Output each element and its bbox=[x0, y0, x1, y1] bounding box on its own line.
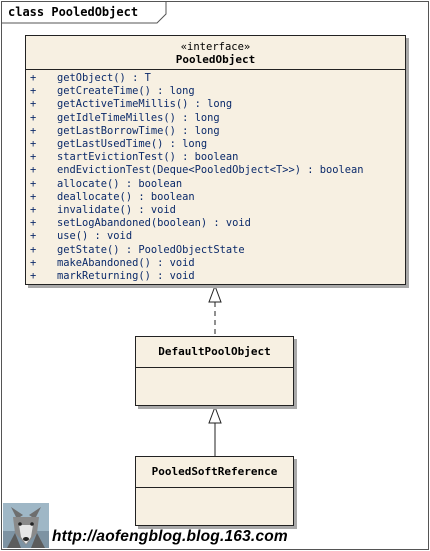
class-defaultpoolobject[interactable]: DefaultPoolObject bbox=[135, 336, 294, 406]
operation-signature: getLastUsedTime() : long bbox=[57, 138, 208, 150]
operation-signature: getObject() : T bbox=[57, 72, 151, 84]
class-name: DefaultPoolObject bbox=[136, 337, 293, 368]
operation-signature: markReturning() : void bbox=[57, 270, 195, 282]
operation-signature: setLogAbandoned(boolean) : void bbox=[57, 217, 251, 230]
frame-tab bbox=[2, 2, 167, 24]
operation-visibility: + bbox=[30, 85, 37, 98]
operation-signature: getActiveTimeMillis() : long bbox=[57, 98, 233, 111]
operation-visibility: + bbox=[30, 151, 37, 164]
class-name: PooledSoftReference bbox=[136, 457, 293, 488]
operation-signature: getIdleTimeMilles() : long bbox=[57, 111, 220, 124]
operation-signature: allocate() : boolean bbox=[57, 177, 183, 190]
operation-visibility: + bbox=[30, 243, 37, 256]
frame-title: class PooledObject bbox=[8, 5, 139, 19]
interface-header: «interface» PooledObject bbox=[26, 36, 405, 70]
interface-name: PooledObject bbox=[175, 53, 256, 66]
operation-visibility: + bbox=[30, 177, 37, 190]
operation-visibility: + bbox=[30, 98, 37, 111]
operation-visibility: + bbox=[30, 138, 37, 150]
operation-visibility: + bbox=[30, 217, 37, 230]
interface-pooledobject[interactable]: «interface» PooledObject + getObject() : … bbox=[25, 35, 406, 285]
operation-signature: startEvictionTest() : boolean bbox=[57, 151, 239, 164]
operation-signature: deallocate() : boolean bbox=[57, 190, 195, 203]
operation-visibility: + bbox=[30, 204, 37, 216]
operation-visibility: + bbox=[30, 270, 37, 282]
operation-visibility: + bbox=[30, 190, 37, 203]
operation-signature: getLastBorrowTime() : long bbox=[57, 124, 220, 137]
interface-stereotype: «interface» bbox=[180, 41, 251, 53]
operation-signature: getCreateTime() : long bbox=[57, 85, 195, 98]
operation-signature: invalidate() : void bbox=[57, 204, 176, 216]
class-pooledsoftreference[interactable]: PooledSoftReference bbox=[135, 456, 294, 526]
operation-signature: makeAbandoned() : void bbox=[57, 256, 195, 269]
generalization-arrowhead bbox=[208, 405, 222, 424]
operation-signature: use() : void bbox=[57, 230, 133, 243]
operation-visibility: + bbox=[30, 124, 37, 137]
operation-visibility: + bbox=[30, 256, 37, 269]
wolf-logo-icon bbox=[3, 503, 49, 548]
operation-visibility: + bbox=[30, 72, 37, 84]
operation-signature: endEvictionTest(Deque<PooledObject<T>>) … bbox=[57, 164, 364, 177]
operation-visibility: + bbox=[30, 111, 37, 124]
operation-visibility: + bbox=[30, 230, 37, 243]
operation-visibility: + bbox=[30, 164, 37, 177]
operation-signature: getState() : PooledObjectState bbox=[57, 243, 245, 256]
watermark-url: http://aofengblog.blog.163.com bbox=[52, 528, 288, 545]
realization-arrowhead bbox=[208, 284, 222, 303]
